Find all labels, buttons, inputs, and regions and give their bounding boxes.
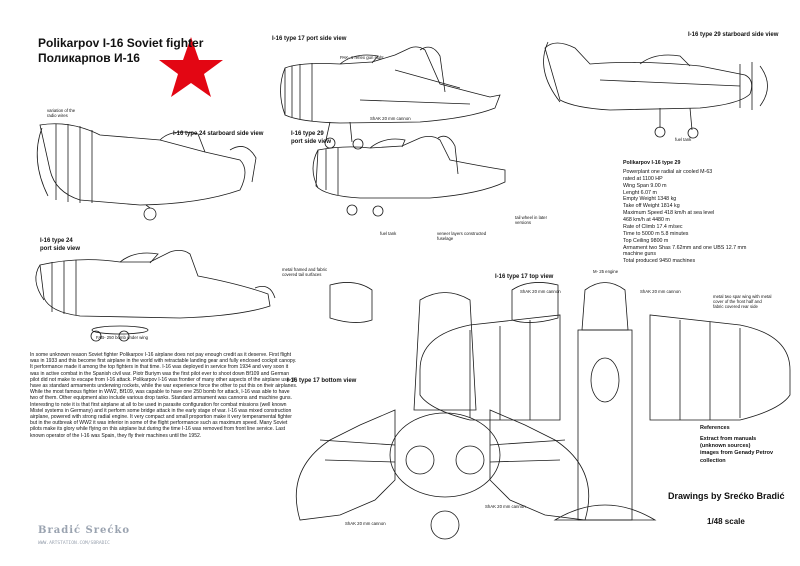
sheet-title-russian: Поликарпов И-16 bbox=[38, 51, 140, 65]
label-type17-bottom: I-16 type 17 bottom view bbox=[287, 378, 357, 384]
reference-line: images from Genady Petrov bbox=[700, 450, 774, 457]
callout-tailwheel-line2: versions bbox=[515, 220, 532, 225]
callout-shvak-top-right: ShAK 20 mm cannon bbox=[640, 289, 681, 294]
callout-fab-bombs: FAB- 250 bomb under wing bbox=[96, 335, 149, 340]
type24-port-side-drawing bbox=[35, 250, 276, 342]
callout-shvak-top-left: ShAK 20 mm cannon bbox=[520, 289, 561, 294]
spec-line: machine guns bbox=[623, 251, 656, 258]
label-type29-port-line1: I-16 type 29 bbox=[291, 131, 324, 137]
label-type24-port-line1: I-16 type 24 bbox=[40, 238, 73, 244]
reference-line: Extract from manuals bbox=[700, 436, 757, 443]
drawings-credit: Drawings by Srećko Bradić bbox=[668, 491, 785, 501]
callout-spar-line1: metal two spar wing with metal bbox=[713, 294, 772, 299]
callout-radio-wires-line1: variation of the bbox=[47, 108, 76, 113]
spec-line: rated at 1100 HP bbox=[623, 175, 663, 182]
label-type29-starboard: I-16 type 29 starboard side view bbox=[688, 32, 779, 38]
spec-line: Rate of Climb 17.4 m/sec bbox=[623, 223, 683, 230]
callout-shvak-cannon: ShAK 20 mm cannon bbox=[370, 116, 411, 121]
history-paragraph: In some unknown reason Soviet fighter Po… bbox=[30, 352, 298, 439]
artist-url[interactable]: WWW.ARTSTATION.COM/SBRADIC bbox=[38, 541, 110, 546]
callout-spar-line2: cover of the front half and bbox=[713, 299, 762, 304]
spec-line: 468 km/h at 4480 m bbox=[623, 217, 670, 223]
spec-line: Top Ceiling 9800 m bbox=[623, 237, 669, 244]
type29-starboard-side-drawing bbox=[543, 41, 768, 139]
references-block: References Extract from manuals (unknown… bbox=[700, 425, 773, 465]
reference-line: collection bbox=[700, 457, 726, 464]
callout-radio-wires-line2: radio wires bbox=[47, 113, 68, 118]
type17-port-side-drawing bbox=[280, 46, 501, 150]
callout-spar-line3: fabric covered rear side bbox=[713, 304, 758, 309]
label-type17-port: I-16 type 17 port side view bbox=[272, 36, 347, 42]
spec-line: Powerplant one radial air cooled M-63 bbox=[623, 168, 713, 175]
red-star-icon bbox=[159, 37, 223, 97]
callout-veneer-line1: veneer layers constructed bbox=[437, 231, 487, 236]
type17-top-view-drawing bbox=[419, 282, 791, 521]
type29-port-side-drawing bbox=[312, 135, 506, 217]
callout-shvak-bottom-1: ShAK 20 mm cannon bbox=[345, 521, 386, 526]
spec-line: Total produced 9450 machines bbox=[623, 258, 696, 265]
callout-metal-framed-line1: metal framed and fabric bbox=[282, 267, 328, 272]
label-type17-top: I-16 type 17 top view bbox=[495, 274, 554, 280]
artist-logo: Bradić Srećko bbox=[38, 525, 131, 536]
spec-line: Time to 5000 m 5.8 minutes bbox=[623, 230, 689, 237]
callout-tailwheel-line1: tail wheel in later bbox=[515, 215, 548, 220]
type17-bottom-view-drawing bbox=[296, 282, 590, 540]
callout-metal-framed-line2: covered tail surfaces bbox=[282, 272, 322, 277]
references-heading: References bbox=[700, 425, 730, 431]
label-type24-port-line2: port side view bbox=[40, 246, 81, 252]
label-type29-port-line2: port side view bbox=[291, 139, 332, 145]
spec-line: Take off Weight 1814 kg bbox=[623, 203, 680, 210]
type24-starboard-side-drawing bbox=[36, 123, 257, 221]
sheet-title: Polikarpov I-16 Soviet fighter bbox=[38, 36, 204, 50]
callout-fuel-tank-right: fuel tank bbox=[675, 137, 692, 142]
specifications-heading: Polikarpov I-16 type 29 bbox=[623, 160, 681, 166]
spec-line: Empty Weight 1348 kg bbox=[623, 196, 677, 203]
spec-line: Maximum Speed 418 km/h at sea level bbox=[623, 210, 715, 217]
callout-reflex-gunsight: PAK- 1 reflex gun sight bbox=[340, 55, 384, 60]
reference-line: (unknown sources) bbox=[700, 443, 751, 450]
callout-veneer-line2: fuselage bbox=[437, 236, 454, 241]
label-type24-starboard: I-16 type 24 starboard side view bbox=[173, 131, 264, 137]
scale-label: 1/48 scale bbox=[707, 517, 745, 526]
spec-line: Wing Span 9.00 m bbox=[623, 182, 667, 189]
spec-line: Armament two Shas 7.62mm and one UBS 12.… bbox=[623, 244, 747, 251]
callout-fuel-tank-mid: fuel tank bbox=[380, 231, 397, 236]
callout-engine: M- 25 engine bbox=[593, 269, 619, 274]
callout-shvak-bottom-2: ShAK 20 mm cannon bbox=[485, 504, 526, 509]
specifications-block: Polikarpov I-16 type 29 Powerplant one r… bbox=[623, 160, 746, 265]
spec-line: Lenght 6.07 m bbox=[623, 189, 657, 196]
